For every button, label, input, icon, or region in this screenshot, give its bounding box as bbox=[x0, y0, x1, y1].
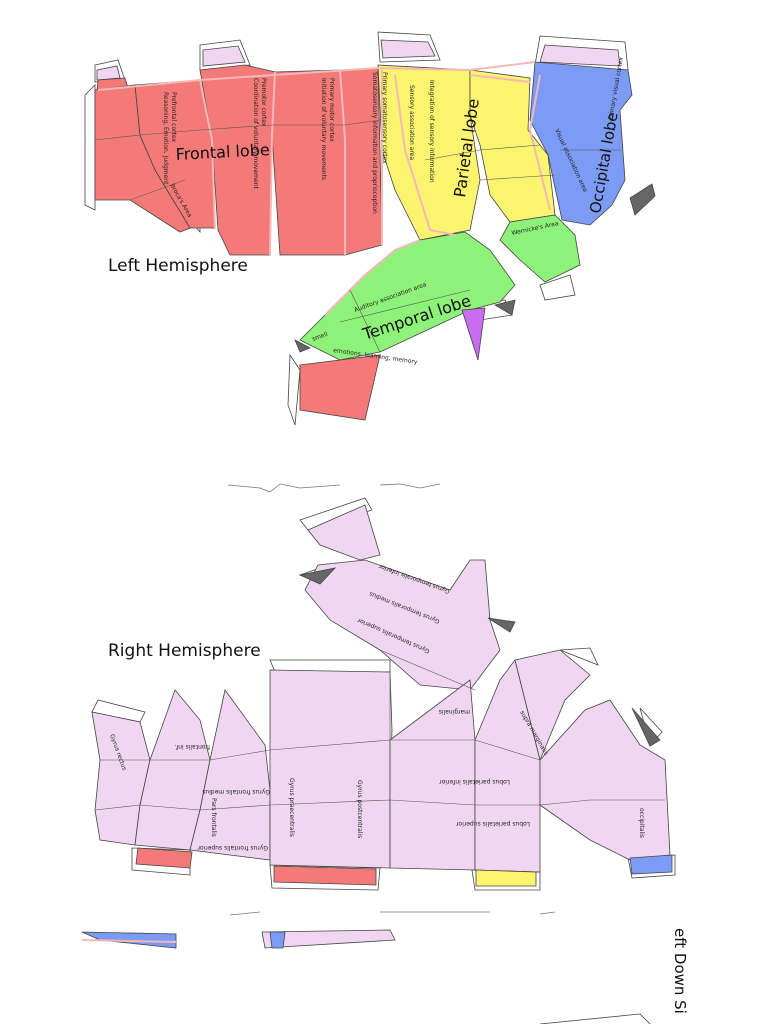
label-precentral: Gyrus praecentralis bbox=[288, 778, 295, 837]
right-division-lines bbox=[94, 649, 665, 868]
side-rotated-text: eft Down Si bbox=[671, 928, 689, 1014]
right-color-strips bbox=[135, 847, 673, 887]
occipital-lobe bbox=[529, 61, 633, 226]
label-postcentral: Gyrus postcentralis bbox=[356, 780, 363, 838]
label-sensory-assoc-desc: Integration of sensory information bbox=[428, 80, 435, 183]
dark-flaps bbox=[294, 183, 656, 353]
label-par-sup: Lobus parietalis superior bbox=[456, 820, 530, 827]
right-dark-flaps bbox=[298, 567, 661, 747]
label-somatosensory: Primary somatosensory cortex bbox=[381, 72, 388, 164]
label-somatosensory-desc: Somatosensory information and propriocep… bbox=[371, 72, 378, 214]
label-premotor: Premotor cortex bbox=[260, 78, 267, 127]
label-prefrontal: Prefrontal cortex bbox=[170, 92, 177, 142]
bottom-partial-pieces bbox=[81, 929, 651, 1024]
label-front-inf: frontalis inf. bbox=[175, 743, 210, 750]
tab-strips bbox=[96, 39, 621, 81]
label-sensory-assoc: Sensory association area bbox=[408, 85, 415, 160]
right-pieces bbox=[91, 504, 671, 873]
left-hemisphere-heading: Left Hemisphere bbox=[108, 256, 248, 276]
label-par-inf: Lobus parietalis inferior bbox=[439, 778, 510, 785]
fold-lines bbox=[97, 61, 551, 316]
label-prefrontal-desc: Reasoning, Emotion, Judgment bbox=[162, 92, 169, 185]
label-premotor-desc: Coordination of voluntary movement bbox=[252, 78, 259, 189]
cut-marks bbox=[227, 483, 556, 916]
right-hemisphere-net bbox=[91, 497, 676, 891]
right-hemisphere-heading: Right Hemisphere bbox=[108, 641, 261, 661]
left-hemisphere-net bbox=[84, 31, 656, 426]
frontal-lobe bbox=[94, 64, 383, 421]
label-marg: marginalis bbox=[439, 708, 470, 715]
label-front-sup: Gyrus frontalis superior bbox=[197, 844, 268, 851]
label-front-med: Gyrus frontalis medius bbox=[202, 788, 270, 795]
label-occ: occipitalis bbox=[638, 808, 645, 838]
cerebellum-piece bbox=[461, 307, 486, 361]
parietal-lobe bbox=[377, 64, 556, 241]
label-motor: Primary motor cortex bbox=[328, 78, 335, 142]
division-lines bbox=[94, 119, 620, 353]
label-frontal-lobe: Frontal lobe bbox=[175, 140, 270, 164]
label-pars: Pars frontalis bbox=[210, 798, 217, 837]
label-motor-desc: Initiation of voluntary movements bbox=[320, 78, 327, 180]
